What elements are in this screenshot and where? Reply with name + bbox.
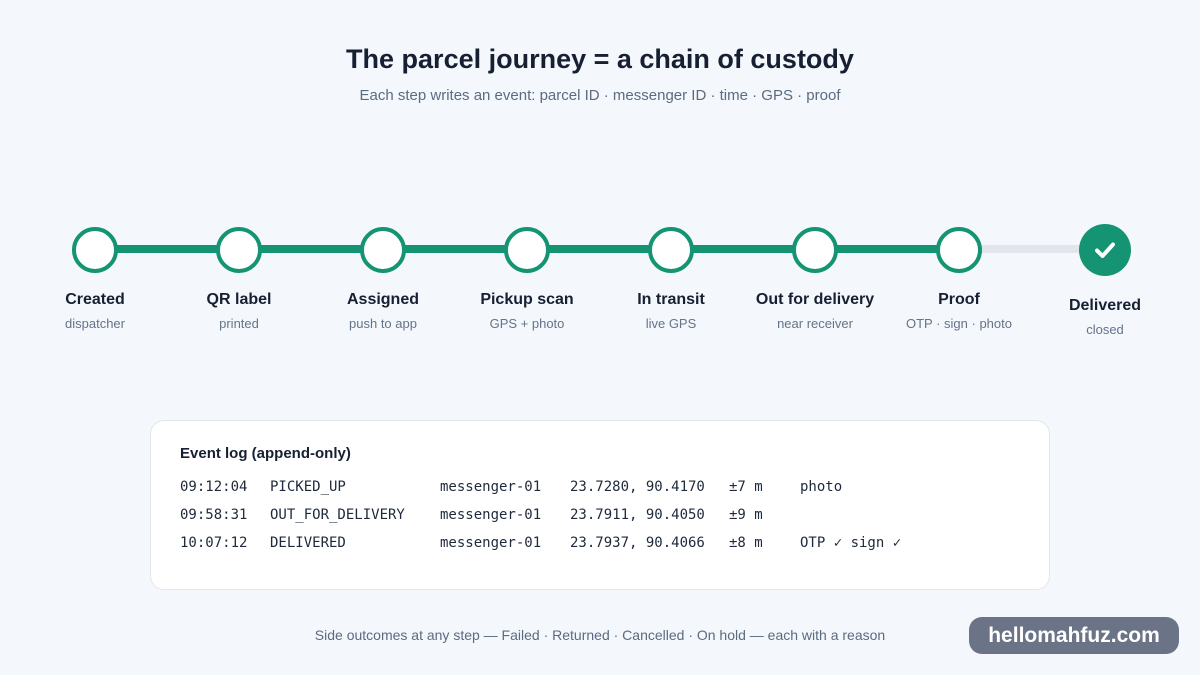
page-subtitle: Each step writes an event: parcel ID · m…: [359, 87, 841, 104]
log-proof: photo: [800, 479, 843, 495]
step-node-7: [936, 227, 982, 273]
log-proof: OTP ✓ sign ✓: [800, 535, 902, 551]
step-node-1: [72, 227, 118, 273]
step-label: Created: [65, 291, 125, 308]
step-sublabel: live GPS: [645, 316, 697, 331]
log-gps: 23.7911, 90.4050: [570, 507, 705, 523]
log-messenger: messenger-01: [440, 479, 542, 495]
step-label: Out for delivery: [755, 291, 875, 308]
step-label: Delivered: [1068, 297, 1142, 314]
step-sublabel: printed: [219, 316, 259, 331]
step-node-8: [1079, 224, 1131, 276]
watermark-badge: hellomahfuz.com: [969, 617, 1179, 654]
step-node-3: [360, 227, 406, 273]
step-node-4: [504, 227, 550, 273]
log-gps: 23.7280, 90.4170: [570, 479, 705, 495]
log-time: 09:58:31: [180, 507, 248, 523]
step-sublabel: near receiver: [777, 316, 853, 331]
log-event: DELIVERED: [270, 535, 346, 551]
event-log-row: 09:12:04 PICKED_UP messenger-01 23.7280, 90…: [151, 479, 1049, 499]
log-messenger: messenger-01: [440, 535, 542, 551]
log-event: OUT_FOR_DELIVERY: [270, 507, 405, 523]
event-log-row: 10:07:12 DELIVERED messenger-01 23.7937, 90…: [151, 535, 1049, 555]
log-time: 10:07:12: [180, 535, 248, 551]
step-sublabel: closed: [1086, 322, 1124, 337]
log-messenger: messenger-01: [440, 507, 542, 523]
step-label: QR label: [206, 291, 272, 308]
check-icon: [1095, 242, 1115, 258]
step-sublabel: OTP · sign · photo: [906, 316, 1012, 331]
step-node-2: [216, 227, 262, 273]
step-label: Pickup scan: [480, 291, 574, 308]
step-node-6: [792, 227, 838, 273]
log-accuracy: ±7 m: [729, 479, 763, 495]
event-log-card: Event log (append-only) 09:12:04 PICKED_U…: [150, 420, 1050, 590]
step-label: Assigned: [346, 291, 419, 308]
step-sublabel: GPS + photo: [489, 316, 565, 331]
step-sublabel: push to app: [349, 316, 417, 331]
log-gps: 23.7937, 90.4066: [570, 535, 705, 551]
side-outcomes-note: Side outcomes at any step — Failed · Ret…: [314, 627, 886, 643]
log-time: 09:12:04: [180, 479, 248, 495]
page-title: The parcel journey = a chain of custody: [346, 44, 854, 74]
step-label: Proof: [938, 291, 980, 308]
event-log-title: Event log (append-only): [180, 445, 351, 462]
event-log-row: 09:58:31 OUT_FOR_DELIVERY messenger-01 23.7…: [151, 507, 1049, 527]
step-node-5: [648, 227, 694, 273]
step-label: In transit: [637, 291, 705, 308]
step-sublabel: dispatcher: [65, 316, 125, 331]
log-accuracy: ±8 m: [729, 535, 763, 551]
log-event: PICKED_UP: [270, 479, 346, 495]
log-accuracy: ±9 m: [729, 507, 763, 523]
